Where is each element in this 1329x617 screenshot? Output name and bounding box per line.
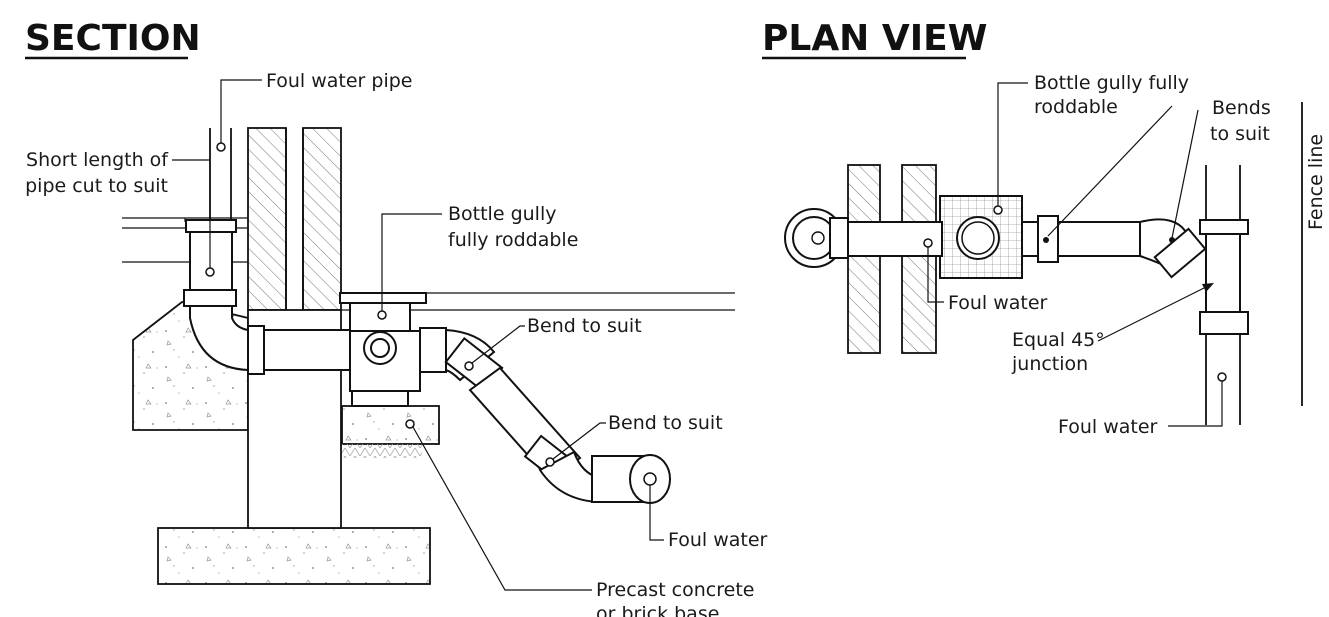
section-wall-leaf-outer <box>302 127 342 311</box>
section-wall <box>247 127 342 311</box>
section-concrete-footing <box>157 527 431 585</box>
label-bend-upper: Bend to suit <box>527 315 642 337</box>
label-bend-lower: Bend to suit <box>608 412 723 434</box>
label-short-length-2: pipe cut to suit <box>25 175 168 197</box>
label-plan-bottle-gully-1: Bottle gully fully <box>1034 72 1189 94</box>
section-coupler-mid <box>183 289 237 307</box>
label-bends-2: to suit <box>1210 123 1270 145</box>
plan-gully-outlet <box>956 216 1000 260</box>
section-base-soil <box>342 444 422 458</box>
label-junction-2: junction <box>1011 353 1088 375</box>
plan-wall-leaf-outer <box>901 164 937 354</box>
section-outlet-pipe <box>419 327 671 504</box>
section-horizontal-pipe <box>247 325 355 375</box>
label-plan-foul-water-inner: Foul water <box>948 292 1048 314</box>
label-fence-line: Fence line <box>1305 134 1327 230</box>
plan-inlet-pipe <box>784 208 943 268</box>
plan-view: PLAN VIEW <box>762 18 1327 438</box>
section-leaders <box>172 79 664 591</box>
plan-vertical-run <box>1199 165 1249 425</box>
label-section-bottle-gully-2: fully roddable <box>448 229 578 251</box>
section-heading: SECTION <box>25 18 201 59</box>
section-gully-grate <box>339 292 427 304</box>
plan-heading: PLAN VIEW <box>762 18 987 59</box>
label-foul-water-pipe: Foul water pipe <box>266 70 413 92</box>
plan-wall-leaf-inner <box>847 164 881 354</box>
label-precast-2: or brick base <box>596 603 719 617</box>
section-vertical-pipe <box>183 128 249 372</box>
plan-outlet-pipe <box>1021 215 1207 279</box>
plan-leaders <box>923 82 1227 427</box>
label-plan-bottle-gully-2: roddable <box>1034 96 1118 118</box>
section-precast-base <box>341 405 440 445</box>
label-short-length-1: Short length of <box>26 149 169 171</box>
label-plan-foul-water-outer: Foul water <box>1058 416 1158 438</box>
label-precast-1: Precast concrete <box>596 579 754 601</box>
label-bends-1: Bends <box>1212 97 1271 119</box>
label-junction-1: Equal 45° <box>1012 329 1105 351</box>
section-view: SECTION <box>25 18 768 617</box>
section-bottle-gully <box>339 292 427 407</box>
label-section-foul-water: Foul water <box>668 529 768 551</box>
label-section-bottle-gully-1: Bottle gully <box>448 203 556 225</box>
section-coupler-top <box>185 219 237 233</box>
section-wall-leaf-inner <box>247 127 287 311</box>
